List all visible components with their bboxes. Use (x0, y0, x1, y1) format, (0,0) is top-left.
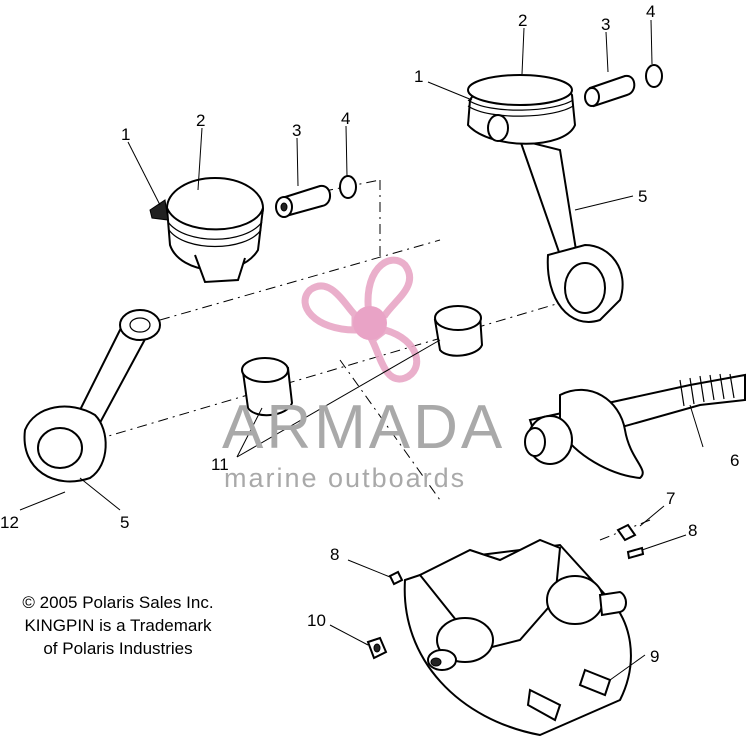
callout-3-right: 3 (601, 15, 610, 34)
balance-shaft (524, 373, 746, 480)
callout-2-left: 2 (196, 111, 205, 130)
armada-logo (301, 256, 421, 383)
copyright-line-1: © 2005 Polaris Sales Inc. (22, 593, 214, 612)
wrist-pin-right (584, 74, 636, 108)
callout-7: 7 (666, 489, 675, 508)
callout-4-right: 4 (646, 2, 655, 21)
dowel-pin (616, 523, 637, 542)
piston-rod-right (466, 74, 624, 323)
watermark-brand: ARMADA (222, 393, 505, 462)
logo-blade-top (364, 256, 414, 325)
piston-left (149, 177, 264, 284)
plug-right (626, 546, 645, 560)
callout-2-right: 2 (518, 11, 527, 30)
circlip-right (645, 64, 663, 88)
callout-12: 12 (0, 513, 19, 532)
callout-11: 11 (211, 455, 229, 474)
callout-4-left: 4 (341, 109, 350, 128)
leader-lines (19, 19, 704, 681)
copyright-line-3: of Polaris Industries (43, 639, 193, 658)
callout-9: 9 (650, 647, 659, 666)
callout-1-right: 1 (414, 67, 423, 86)
crankshaft (403, 538, 632, 737)
nut (366, 636, 388, 660)
callout-8-left: 8 (330, 545, 339, 564)
callout-5-right: 5 (638, 187, 647, 206)
copyright-notice: © 2005 Polaris Sales Inc. KINGPIN is a T… (0, 591, 236, 660)
bearing-shell-lower (241, 357, 294, 417)
wrist-pin-left (275, 184, 331, 218)
callout-3-left: 3 (292, 121, 301, 140)
bearing-shell-upper (433, 305, 484, 357)
logo-blade-left (301, 282, 359, 334)
watermark-tagline: marine outboards (224, 463, 466, 493)
copyright-line-2: KINGPIN is a Trademark (24, 616, 212, 635)
plug-left (388, 570, 404, 586)
callout-10: 10 (307, 611, 326, 630)
callout-6: 6 (730, 451, 739, 470)
connecting-rod-left (23, 309, 161, 483)
logo-blade-right (367, 326, 421, 383)
callout-8-right: 8 (688, 521, 697, 540)
circlip-left (339, 175, 357, 199)
logo-hub (353, 306, 387, 340)
callout-1-left: 1 (121, 125, 130, 144)
callout-5-left: 5 (120, 513, 129, 532)
